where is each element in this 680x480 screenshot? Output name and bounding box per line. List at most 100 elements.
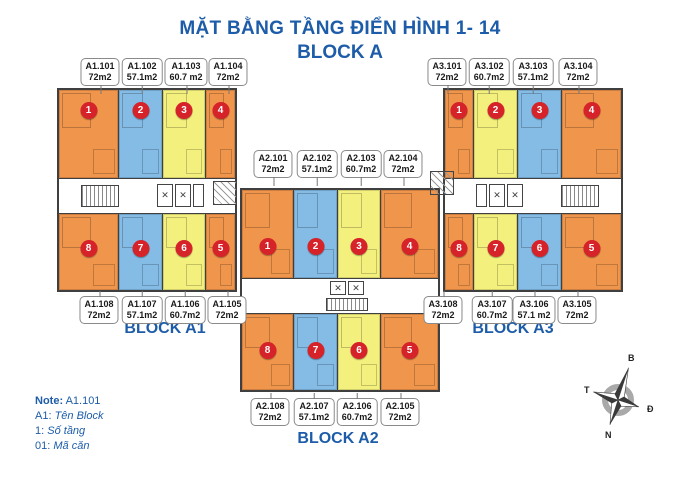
elevator: ✕: [157, 184, 173, 207]
unit-number-badge: 3: [175, 102, 193, 119]
unit-number-badge: 1: [259, 238, 276, 255]
unit-number-badge: 7: [487, 240, 504, 257]
unit-number-badge: 4: [212, 102, 229, 119]
unit-a2-108: 8: [242, 314, 294, 390]
block-a1-plan: 1 2 3 4 ✕ ✕ 8 7 6 5: [57, 88, 237, 292]
note-label: Note:: [35, 395, 64, 407]
utility-room: [193, 184, 204, 207]
unit-a1-108: 8: [59, 214, 119, 290]
block-a3-plan: 1 2 3 4 ✕ ✕ 8 7 6 5: [443, 88, 623, 292]
stairs: [326, 298, 368, 311]
svg-text:B: B: [628, 353, 635, 363]
elevator: ✕: [330, 281, 346, 295]
block-a3-title: BLOCK A3: [472, 320, 554, 337]
unit-number-badge: 3: [350, 238, 368, 255]
unit-number-badge: 2: [132, 102, 149, 119]
block-a1-corridor: ✕ ✕: [59, 178, 235, 214]
block-a3-bottom-row: 8 7 6 5: [445, 214, 621, 290]
unit-number-badge: 4: [401, 238, 418, 255]
unit-number-badge: 5: [401, 342, 418, 359]
unit-a1-104: 4: [206, 90, 235, 178]
unit-a3-107: 7: [474, 214, 518, 290]
unit-number-badge: 6: [350, 342, 368, 359]
unit-a3-108: 8: [445, 214, 474, 290]
compass-rose-icon: B Đ N T: [580, 348, 660, 453]
unit-number-badge: 5: [583, 240, 600, 257]
unit-number-badge: 1: [450, 102, 468, 119]
unit-a1-106: 6: [163, 214, 206, 290]
utility-room: [476, 184, 487, 207]
stairs: [561, 185, 599, 207]
unit-a3-104: 4: [562, 90, 621, 178]
unit-a1-101: 1: [59, 90, 119, 178]
stairs: [81, 185, 119, 207]
unit-number-badge: 4: [583, 102, 600, 119]
svg-text:N: N: [605, 430, 612, 440]
unit-a3-101: 1: [445, 90, 474, 178]
unit-a2-107: 7: [294, 314, 338, 390]
svg-text:T: T: [584, 385, 590, 395]
block-a3-corridor: ✕ ✕: [445, 178, 621, 214]
svg-text:Đ: Đ: [647, 404, 654, 414]
unit-number-badge: 6: [175, 240, 193, 257]
block-a1-top-row: 1 2 3 4: [59, 90, 235, 178]
unit-a2-104: 4: [381, 190, 438, 278]
unit-number-badge: 2: [307, 238, 324, 255]
block-a3-top-row: 1 2 3 4: [445, 90, 621, 178]
ramp-connector-left: [213, 181, 237, 205]
block-a2-title: BLOCK A2: [297, 430, 379, 447]
unit-number-badge: 8: [450, 240, 468, 257]
unit-a2-101: 1: [242, 190, 294, 278]
page-subtitle-block-a: BLOCK A: [297, 42, 383, 63]
block-a2-corridor: ✕ ✕: [242, 278, 438, 314]
block-a2-top-row: 1 2 3 4: [242, 190, 438, 278]
unit-a2-105: 5: [381, 314, 438, 390]
elevator: ✕: [507, 184, 523, 207]
block-a2-plan: 1 2 3 4 ✕ ✕ 8 7 6 5: [240, 188, 440, 392]
unit-number-badge: 8: [80, 240, 97, 257]
unit-a1-103: 3: [163, 90, 206, 178]
unit-number-badge: 6: [531, 240, 548, 257]
block-a2-bottom-row: 8 7 6 5: [242, 314, 438, 390]
unit-number-badge: 2: [487, 102, 504, 119]
elevator: ✕: [489, 184, 505, 207]
note-example: A1.101: [65, 395, 101, 407]
elevator: ✕: [175, 184, 191, 207]
unit-a3-105: 5: [562, 214, 621, 290]
legend-note: Note: A1.101 A1: Tên Block 1: Số tầng 01…: [35, 395, 104, 452]
unit-a2-103: 3: [338, 190, 381, 278]
unit-number-badge: 7: [132, 240, 149, 257]
unit-a3-106: 6: [518, 214, 562, 290]
block-a1-bottom-row: 8 7 6 5: [59, 214, 235, 290]
unit-number-badge: 8: [259, 342, 276, 359]
unit-number-badge: 5: [212, 240, 229, 257]
unit-a1-102: 2: [119, 90, 163, 178]
unit-a3-103: 3: [518, 90, 562, 178]
unit-a1-105: 5: [206, 214, 235, 290]
unit-number-badge: 1: [80, 102, 97, 119]
page-title: MẶT BẰNG TẦNG ĐIỂN HÌNH 1- 14: [179, 18, 501, 39]
unit-a1-107: 7: [119, 214, 163, 290]
unit-number-badge: 3: [531, 102, 548, 119]
